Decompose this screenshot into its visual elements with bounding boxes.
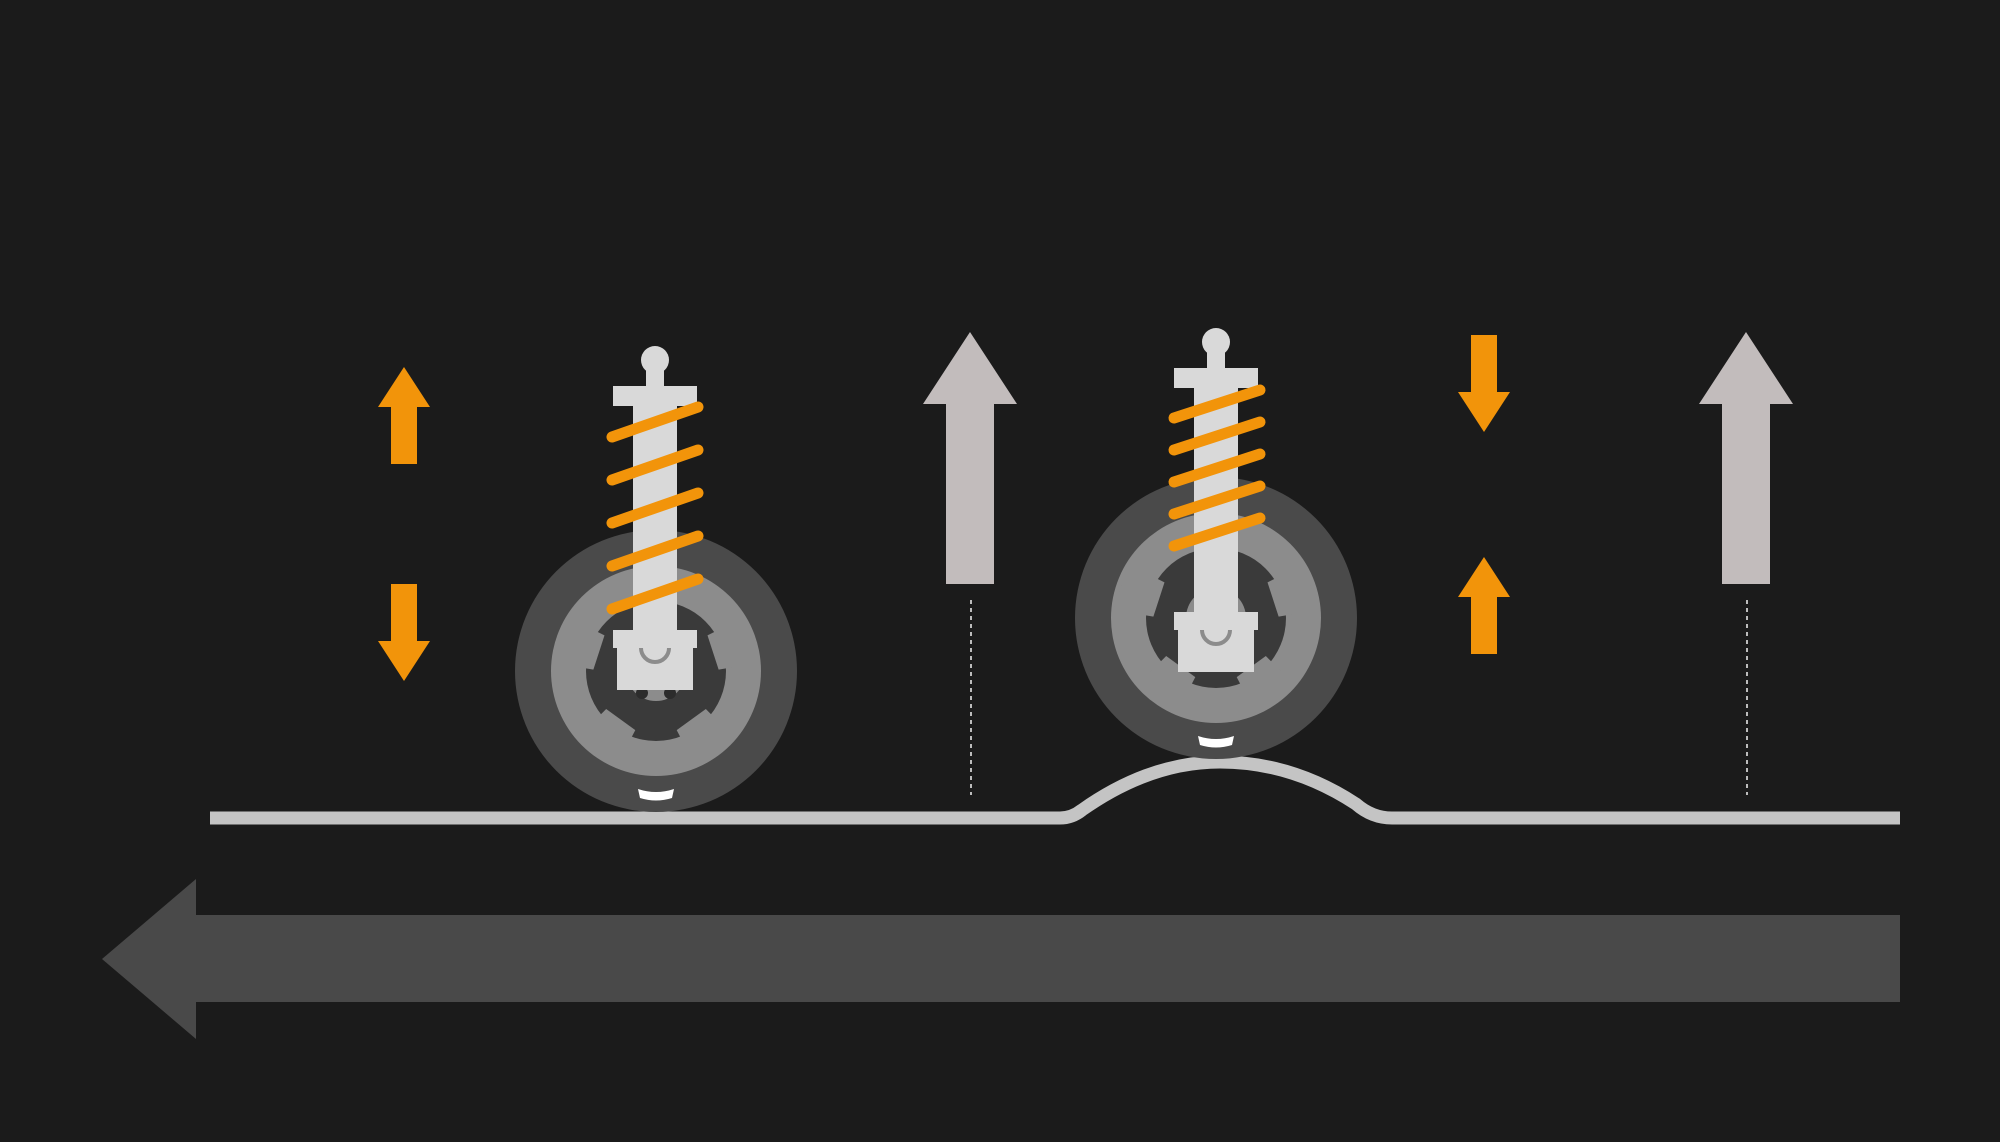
left-force-arrow-up-icon [923,332,1017,584]
road-surface [210,755,1900,825]
right-force-arrow-up-icon [1699,332,1793,584]
left-down-arrow-icon [378,584,430,681]
left-up-arrow-icon [378,367,430,464]
right-down-arrow-icon [1458,335,1510,432]
direction-arrow-left-icon [102,879,1900,1039]
right-coil-spring-icon [1168,384,1266,552]
left-coil-spring-icon [606,401,704,615]
right-up-arrow-icon [1458,557,1510,654]
